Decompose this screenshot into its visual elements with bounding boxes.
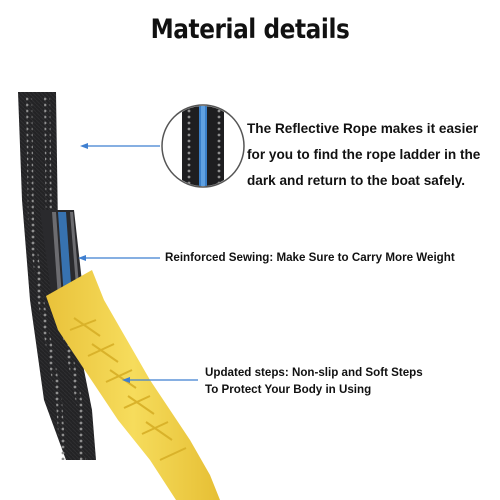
page-title: Material details [150, 14, 350, 45]
caption-line: The Reflective Rope makes it easier [247, 121, 479, 136]
yellow-step [46, 270, 220, 500]
sewing-patch [40, 210, 84, 300]
caption-line: for you to find the rope ladder in the [247, 147, 481, 162]
reflective-rope-caption: The Reflective Rope makes it easier for … [247, 116, 497, 194]
updated-steps-caption: Updated steps: Non-slip and Soft Steps T… [205, 364, 465, 398]
caption-line: Reinforced Sewing: Make Sure to Carry Mo… [165, 251, 455, 264]
reinforced-sewing-caption: Reinforced Sewing: Make Sure to Carry Mo… [165, 250, 495, 266]
caption-line: dark and return to the boat safely. [247, 173, 466, 188]
callout-arrows [78, 143, 198, 383]
caption-line: Updated steps: Non-slip and Soft Steps [205, 366, 423, 379]
reflective-rope-lens [161, 104, 245, 188]
caption-line: To Protect Your Body in Using [205, 383, 372, 396]
